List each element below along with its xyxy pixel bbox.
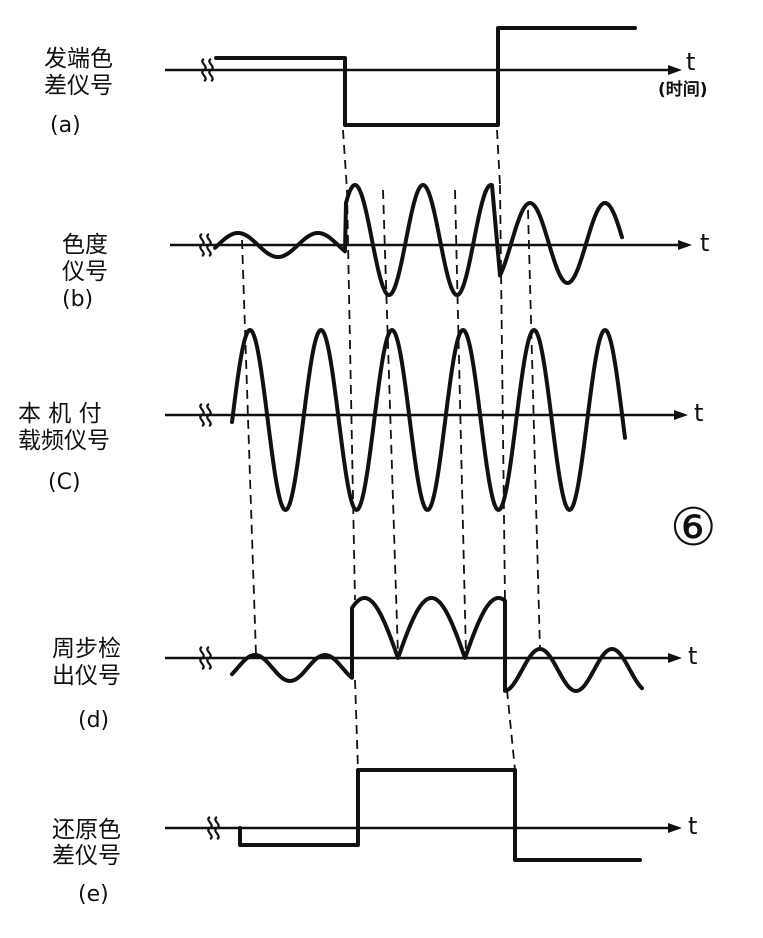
panel-c-signal [230,328,627,512]
panel-b-tag: (b) [62,287,93,312]
panel-a: 发端色 差仪号 (a) t (时间) [44,26,708,138]
alignment-dashes [241,129,541,771]
panel-e-label-line2: 差仪号 [52,843,121,869]
panel-b-axis-arrow [678,240,692,250]
panel-b-axis-label: t [700,229,709,257]
panel-c-break-mark [199,403,212,427]
panel-d-axis-label: t [688,642,697,670]
panel-b-label-line2: 仪号 [62,259,108,285]
panel-e-break-mark [207,816,220,840]
panel-d-break-mark [199,646,212,670]
panel-a-break-mark [201,58,214,82]
dash-b-to-d-3 [382,189,399,656]
panel-d-signal [230,596,644,693]
panel-c-axis-arrow [674,410,688,420]
time-note: (时间) [658,79,708,100]
panel-b-label-line1: 色度 [62,232,108,258]
dash-b-to-d-5 [499,184,506,601]
panel-c-axis-label: t [694,399,703,427]
panel-d-tag: (d) [78,708,109,733]
panel-b-break-mark [199,233,212,257]
panel-c-label-line1: 本 机 付 [18,401,102,427]
dash-b-to-d-4 [454,189,467,656]
figure-number: ⑥ [670,498,717,558]
panel-b-signal [213,183,624,297]
panel-c-label-line2: 载频仪号 [18,428,110,454]
panel-a-axis-label: t [686,48,695,76]
dash-a-rise-to-b [496,129,501,186]
dash-b-to-d-1 [241,239,257,656]
panel-b: 色度 仪号 (b) t [62,183,709,312]
dash-b-to-d-6 [527,209,541,651]
panel-a-tag: (a) [50,113,81,138]
panel-a-label-line1: 发端色 [44,46,113,72]
panel-c-tag: (C) [48,470,81,495]
panel-e-tag: (e) [78,882,109,907]
panel-e-axis-arrow [668,823,682,833]
dash-d-to-e-2 [506,689,516,771]
panel-e-axis-label: t [688,812,697,840]
panel-e: 还原色 差仪号 (e) t [52,768,697,907]
panel-e-signal [238,768,642,862]
panel-c: 本 机 付 载频仪号 (C) t [18,328,703,512]
panel-d-axis-arrow [668,653,682,663]
dash-d-to-e-1 [354,679,359,771]
panel-d: 周步检 出仪号 (d) t [52,596,697,733]
panel-a-signal [214,26,637,127]
dash-b-to-d-2 [346,189,356,601]
panel-e-label-line1: 还原色 [52,817,121,843]
panel-a-axis-arrow [668,65,682,75]
panel-d-label-line1: 周步检 [52,636,121,662]
panel-d-label-line2: 出仪号 [52,663,121,689]
panel-a-label-line2: 差仪号 [44,73,113,99]
dash-a-fall-to-b [342,129,348,191]
